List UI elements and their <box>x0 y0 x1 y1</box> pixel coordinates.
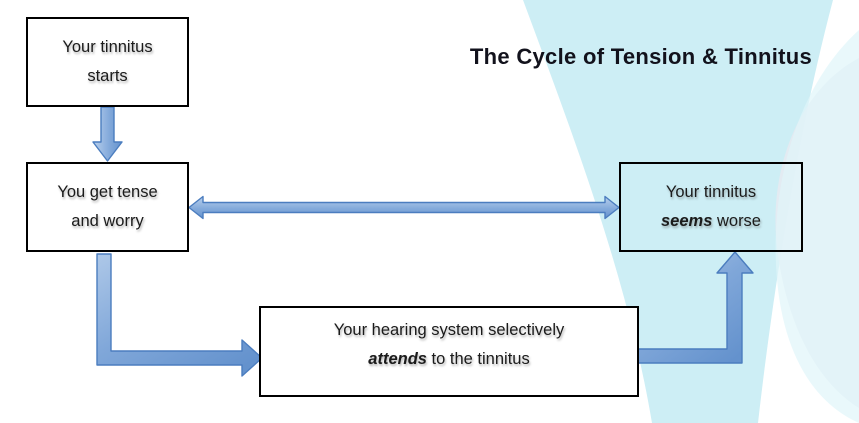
box-tinnitus-starts: Your tinnitus starts <box>26 17 189 107</box>
box-attends-line2: attends to the tinnitus <box>368 345 529 374</box>
box-tinnitus-starts-line2: starts <box>87 67 128 85</box>
emphasis-seems: seems <box>661 212 713 230</box>
box-seems-worse-line1: Your tinnitus <box>665 183 757 201</box>
emphasis-attends: attends <box>368 349 427 368</box>
seems-worse-rest: worse <box>712 212 761 230</box>
arrow-tense-to-attends <box>96 253 263 377</box>
box-hearing-system-attends: Your hearing system selectively attends … <box>259 306 639 397</box>
attends-rest: to the tinnitus <box>426 349 530 368</box>
box-get-tense-line1: You get tense <box>57 183 158 201</box>
box-attends-line1: Your hearing system selectively <box>333 320 565 339</box>
swirl-cyan-v-shape <box>523 0 833 423</box>
page-title: The Cycle of Tension & Tinnitus <box>469 44 813 69</box>
swirl-pale-blob <box>775 30 859 423</box>
box-get-tense-line2: and worry <box>71 212 144 230</box>
box-get-tense-and-worry: You get tense and worry <box>26 162 189 252</box>
arrow-attends-to-worse <box>637 251 754 364</box>
box-tinnitus-starts-line1: Your tinnitus <box>62 38 153 56</box>
arrow-tense-worse-bidirectional <box>188 195 620 220</box>
arrow-start-to-tense <box>92 106 123 162</box>
box-tinnitus-seems-worse: Your tinnitus seems worse <box>619 162 803 252</box>
box-seems-worse-line2: seems worse <box>661 207 761 236</box>
